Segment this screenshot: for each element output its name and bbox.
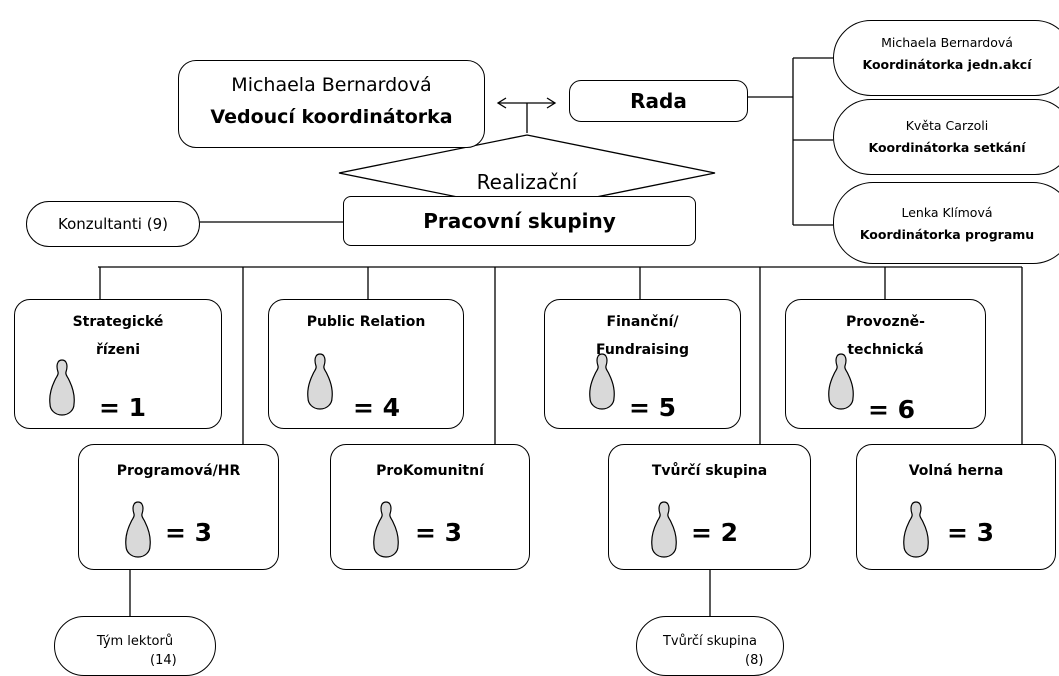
coordinator-2: Květa Carzoli Koordinátorka setkání [833,99,1059,175]
pracovni-skupiny-box: Pracovní skupiny [343,196,696,246]
realizacni-label: Realizační [476,170,578,194]
coordinator-1-name: Michaela Bernardová [881,35,1013,50]
sub-tvurci-skupina-count: (8) [745,653,764,668]
sub-tym-lektoru-count: (14) [150,653,177,668]
person-icon [903,501,929,558]
coordinator-2-role: Koordinátorka setkání [868,140,1026,155]
person-icon [651,501,677,558]
lead-name: Michaela Bernardová [231,74,432,96]
person-icon [373,501,399,558]
group-strategicke: Strategické řízeni = 1 [14,299,222,429]
group-public-relation-count: = 4 [353,393,401,422]
group-strategicke-title1: Strategické [72,314,164,330]
coordinator-1-role: Koordinátorka jedn.akcí [862,57,1032,72]
rada-label: Rada [630,89,687,113]
sub-tym-lektoru: Tým lektorů (14) [54,616,216,676]
group-public-relation-title1: Public Relation [306,314,426,330]
sub-tvurci-skupina-label: Tvůrčí skupina [662,634,758,649]
group-financni-title1: Finanční/ [606,314,679,330]
person-icon [307,353,333,410]
coordinator-3: Lenka Klímová Koordinátorka programu [833,182,1059,264]
group-programova-count: = 3 [165,518,213,547]
group-programova-title1: Programová/HR [116,463,241,479]
person-icon [125,501,151,558]
group-volna-herna-count: = 3 [947,518,995,547]
group-provozne-count: = 6 [868,395,916,424]
group-strategicke-count: = 1 [99,393,147,422]
coordinator-3-role: Koordinátorka programu [859,227,1035,242]
group-provozne-title2: technická [847,342,924,358]
sub-tym-lektoru-label: Tým lektorů [96,634,174,649]
pracovni-label: Pracovní skupiny [423,209,616,233]
coordinator-2-name: Květa Carzoli [905,118,989,133]
person-icon [589,353,615,410]
lead-role: Vedoucí koordinátorka [210,106,453,128]
group-public-relation: Public Relation = 4 [268,299,464,429]
coordinator-3-name: Lenka Klímová [901,205,993,220]
lead-coordinator-box: Michaela Bernardová Vedoucí koordinátork… [178,60,485,148]
group-prokomunitni-count: = 3 [415,518,463,547]
group-programova: Programová/HR = 3 [78,444,279,570]
group-tvurci: Tvůrčí skupina = 2 [608,444,811,570]
group-volna-herna-title1: Volná herna [908,463,1004,479]
konzultanti-label: Konzultanti (9) [58,215,168,233]
person-icon [828,353,854,410]
group-prokomunitni: ProKomunitní = 3 [330,444,530,570]
group-financni-title2: Fundraising [595,342,690,358]
group-provozne-title1: Provozně- [846,314,925,330]
konzultanti-pill: Konzultanti (9) [26,201,200,247]
group-tvurci-title1: Tvůrčí skupina [651,463,768,479]
group-provozne: Provozně- technická = 6 [785,299,986,429]
group-volna-herna: Volná herna = 3 [856,444,1056,570]
group-strategicke-title2: řízeni [95,342,141,358]
person-icon [49,359,75,416]
group-financni-count: = 5 [629,393,677,422]
group-prokomunitni-title1: ProKomunitní [376,463,484,479]
rada-box: Rada [569,80,748,122]
group-tvurci-count: = 2 [691,518,739,547]
coordinator-1: Michaela Bernardová Koordinátorka jedn.a… [833,20,1059,96]
group-financni: Finanční/ Fundraising = 5 [544,299,741,429]
sub-tvurci-skupina: Tvůrčí skupina (8) [636,616,784,676]
